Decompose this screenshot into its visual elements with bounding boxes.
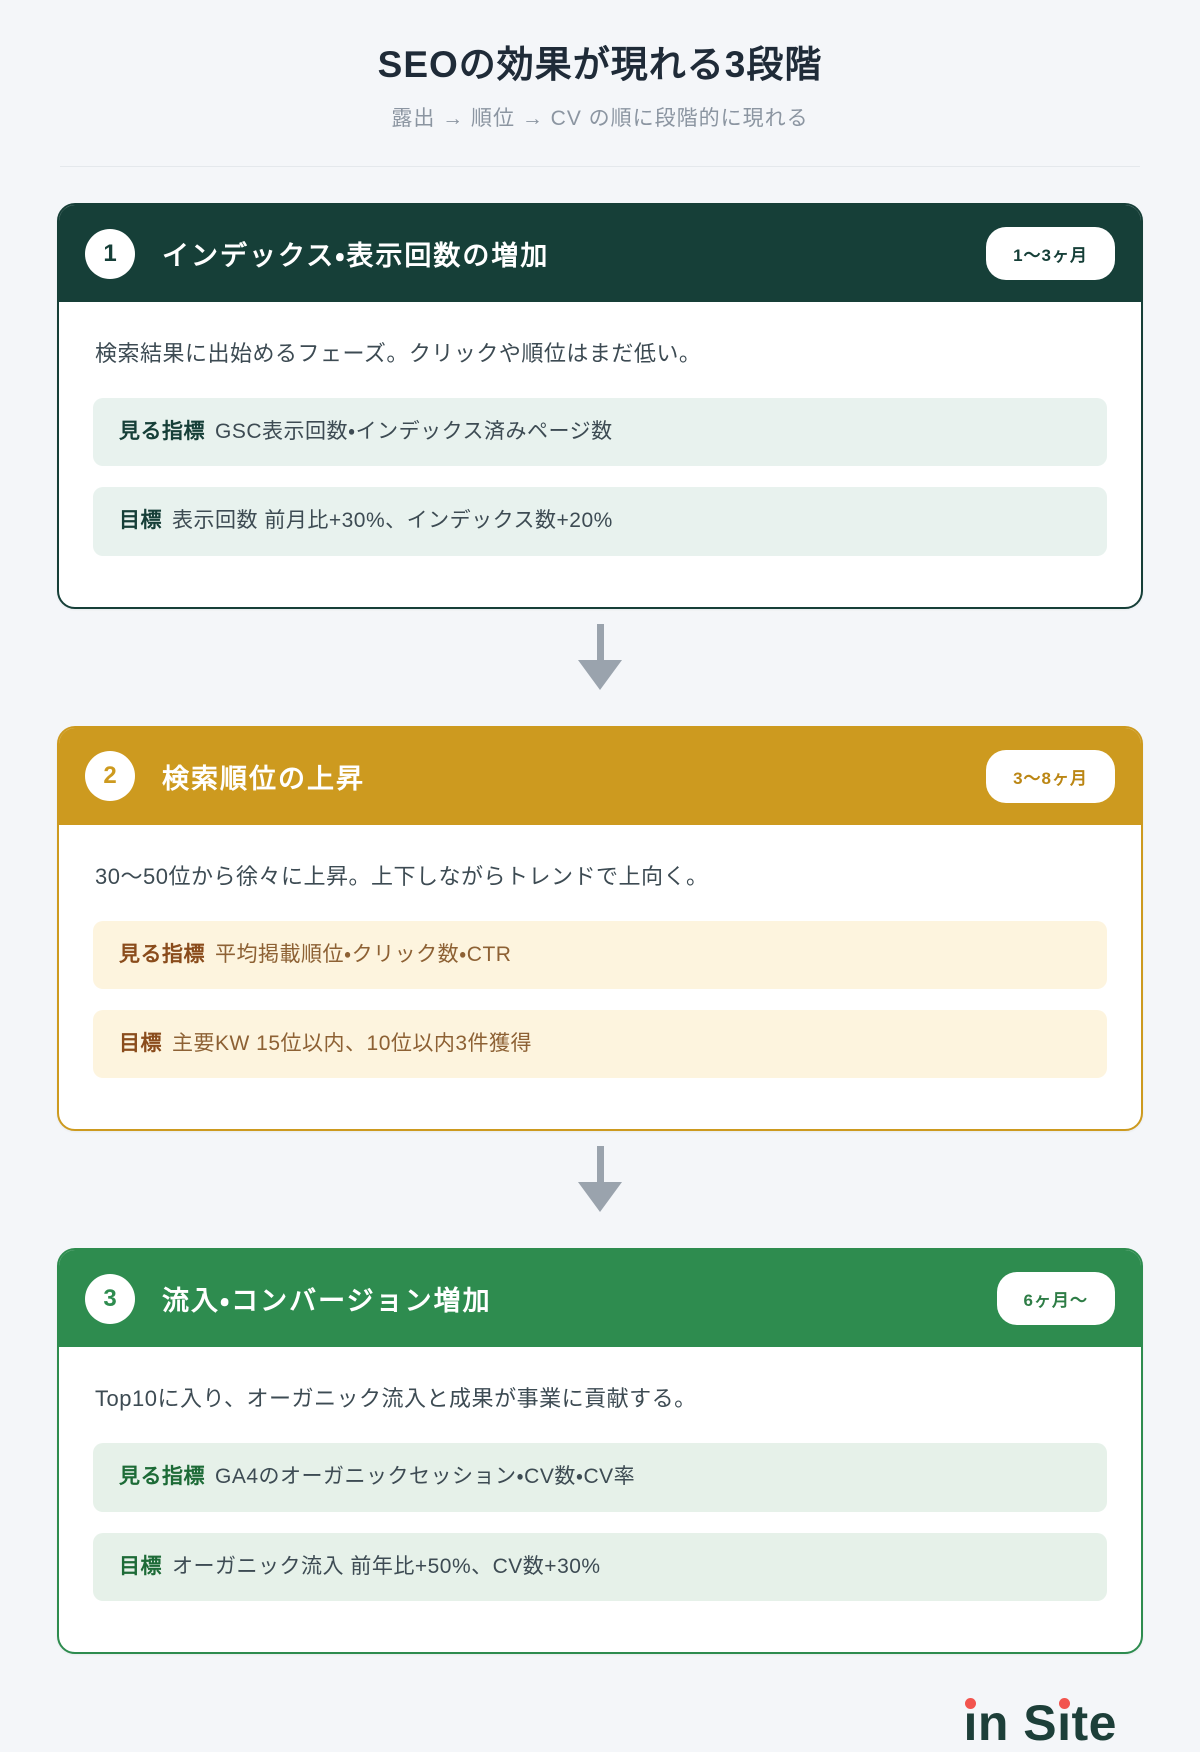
goal-row: 目標表示回数 前月比+30%、インデックス数+20% — [93, 487, 1107, 556]
page-subtitle: 露出 → 順位 → CV の順に段階的に現れる — [391, 107, 809, 130]
stage-2-header: 2 検索順位の上昇 3〜8ヶ月 — [59, 727, 1141, 825]
stage-card-1: 1 インデックス・表示回数の増加 1〜3ヶ月 検索結果に出始めるフェーズ。クリッ… — [57, 203, 1143, 609]
stage-1-body: 検索結果に出始めるフェーズ。クリックや順位はまだ低い。 見る指標 GSC表示回数・… — [59, 302, 1141, 607]
down-arrow-icon — [578, 623, 622, 690]
stage-description: 30〜50位から徐々に上昇。上下しながらトレンドで上向く。 — [95, 863, 709, 889]
stage-card-2: 2 検索順位の上昇 3〜8ヶ月 30〜50位から徐々に上昇。上下しながらトレンド… — [57, 725, 1143, 1132]
stage-3-body: Top10に入り、オーガニック流入と成果が事業に貢献する。 見る指標 GA4のオー… — [59, 1347, 1141, 1652]
stage-title: 検索順位の上昇 — [162, 763, 365, 794]
stage-description: Top10に入り、オーガニック流入と成果が事業に貢献する。 — [95, 1386, 697, 1412]
stage-card-3: 3 流入・コンバージョン増加 6ヶ月〜 Top10に入り、オーガニック流入と成果… — [57, 1248, 1143, 1655]
metrics-row: 見る指標 GA4のオーガニックセッション・CV数・CV率 — [93, 1443, 1107, 1512]
down-arrow-icon — [578, 1146, 622, 1213]
metrics-row: 見る指標 GSC表示回数・インデックス済みページ数 — [93, 398, 1107, 467]
metric-label: 見る指標 — [119, 1465, 205, 1489]
stage-period-badge: 6ヶ月〜 — [996, 1272, 1115, 1326]
goal-label: 目標 — [119, 1554, 162, 1578]
stage-number: 3 — [103, 1284, 117, 1312]
metrics-row: 見る指標平均掲載順位・クリック数・CTR — [93, 920, 1107, 990]
metric-label: 見る指標 — [119, 942, 205, 966]
page-title: SEOの効果が現れる3段階 — [377, 44, 823, 85]
stage-period-badge: 1〜3ヶ月 — [986, 227, 1115, 280]
stage-number: 2 — [103, 762, 117, 790]
goal-label: 目標 — [119, 509, 162, 533]
goal-value: 表示回数 前月比+30%、インデックス数+20% — [172, 509, 613, 533]
stage-number-badge: 2 — [85, 751, 135, 802]
stage-2-body: 30〜50位から徐々に上昇。上下しながらトレンドで上向く。 見る指標平均掲載順位… — [59, 825, 1141, 1130]
goal-row: 目標オーガニック流入 前年比+50%、CV数+30% — [93, 1532, 1107, 1602]
goal-label: 目標 — [119, 1032, 162, 1056]
stage-number: 1 — [103, 239, 117, 267]
goal-value: 主要KW 15位以内、10位以内3件獲得 — [172, 1032, 533, 1056]
stage-1-header: 1 インデックス・表示回数の増加 1〜3ヶ月 — [59, 205, 1141, 302]
page-header: SEOの効果が現れる3段階 露出 → 順位 → CV の順に段階的に現れる — [0, 0, 1200, 132]
stage-number-badge: 3 — [85, 1273, 135, 1324]
stage-title: インデックス・表示回数の増加 — [162, 241, 550, 271]
stage-title: 流入・コンバージョン増加 — [162, 1286, 492, 1317]
goal-row: 目標主要KW 15位以内、10位以内3件獲得 — [93, 1010, 1107, 1079]
metric-value: 平均掲載順位・クリック数・CTR — [215, 942, 512, 966]
arrow-head — [578, 659, 622, 690]
arrow-shaft — [596, 1146, 604, 1183]
stage-number-badge: 1 — [85, 228, 135, 279]
arrow-head — [578, 1182, 622, 1213]
stage-description: 検索結果に出始めるフェーズ。クリックや順位はまだ低い。 — [95, 341, 702, 366]
arrow-shaft — [596, 623, 604, 660]
metric-label: 見る指標 — [119, 420, 205, 443]
goal-value: オーガニック流入 前年比+50%、CV数+30% — [172, 1554, 601, 1578]
metric-value: GSC表示回数・インデックス済みページ数 — [215, 420, 613, 443]
metric-value: GA4のオーガニックセッション・CV数・CV率 — [215, 1465, 636, 1489]
stage-period-badge: 3〜8ヶ月 — [986, 749, 1115, 803]
stage-3-header: 3 流入・コンバージョン増加 6ヶ月〜 — [59, 1250, 1141, 1348]
logo-letter-i: ın — [963, 1695, 1009, 1752]
header-divider — [60, 166, 1140, 167]
logo-letter-i: ıte — [1057, 1695, 1117, 1752]
